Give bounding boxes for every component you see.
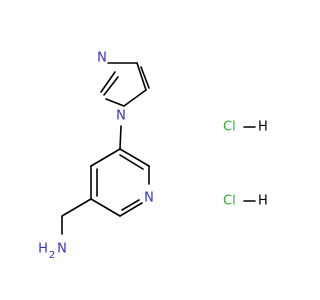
bond-pyr-3 — [90, 198, 121, 217]
bond-imid-3 — [136, 62, 147, 91]
amine-n-label: N — [57, 242, 67, 257]
imidazole-n-top-label: N — [97, 51, 107, 66]
bond-imid-3b — [140, 66, 150, 89]
molecule-drawing: N N N H 2 N Cl H Cl H — [38, 51, 268, 262]
amine-h2-subscript: 2 — [49, 250, 55, 261]
bond-pyr-6 — [119, 148, 150, 167]
amine-h-label: H — [38, 242, 48, 257]
bond-imid-5 — [105, 98, 125, 107]
bond-pyr-4 — [119, 202, 143, 217]
bond-imid-4 — [123, 89, 147, 107]
bond-pyr-4b — [121, 199, 140, 211]
structure-canvas: N N N H 2 N Cl H Cl H — [38, 51, 268, 262]
salt-1-cl-label: Cl — [223, 120, 236, 135]
bond-n-pyridine — [119, 125, 122, 150]
salt-2-h-label: H — [258, 194, 268, 209]
bond-ch2 — [61, 198, 92, 217]
bond-imid-1 — [100, 71, 116, 93]
bond-pyr-6b — [119, 154, 144, 170]
imidazole-n-attached-label: N — [116, 109, 126, 124]
pyridine-n-label: N — [144, 191, 154, 206]
salt-1-h-label: H — [258, 120, 268, 135]
salt-2-cl-label: Cl — [223, 194, 236, 209]
bond-imid-1b — [103, 76, 119, 96]
bond-pyr-1 — [90, 148, 121, 167]
